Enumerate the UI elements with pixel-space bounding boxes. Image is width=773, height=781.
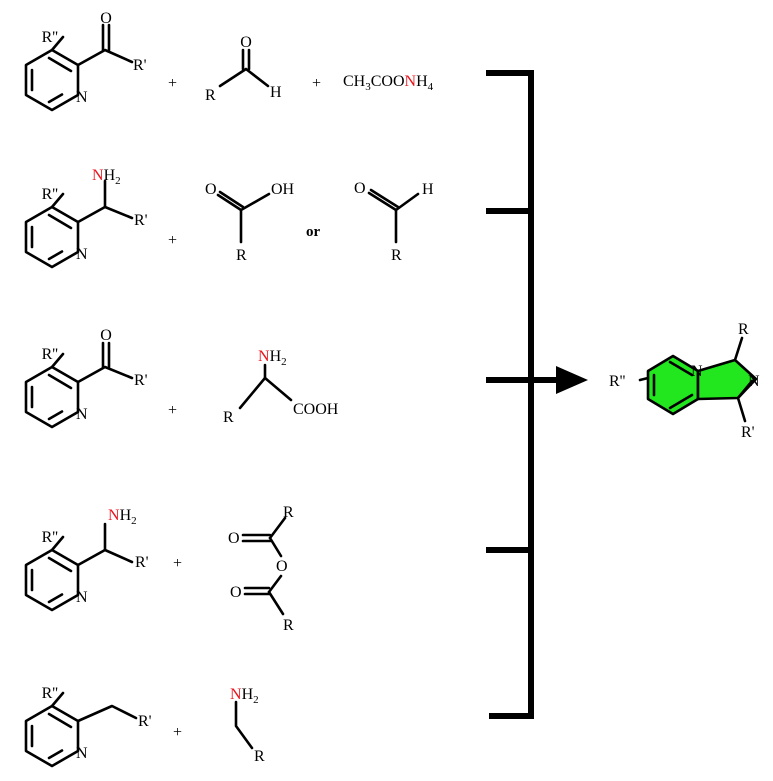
row-3-pyridyl-ketone: O R' R'' N xyxy=(24,327,148,429)
oxygen-label: O xyxy=(354,180,366,197)
row-1-aldehyde: O R H xyxy=(205,34,282,104)
row-5-primary-amine: NH2 R xyxy=(230,686,265,765)
r-prime-label: R' xyxy=(134,372,148,389)
r-label: R xyxy=(283,617,294,634)
amine-label: NH2 xyxy=(258,348,287,368)
r-prime-label: R' xyxy=(133,57,147,74)
oxygen-label: O xyxy=(100,10,112,27)
plus-sign: + xyxy=(168,402,177,419)
pyridine-nitrogen-label: N xyxy=(76,406,88,423)
r-label: R xyxy=(254,748,265,765)
r-prime-label: R' xyxy=(741,424,755,441)
oxygen-label: O xyxy=(230,584,242,601)
r-double-prime-label: R'' xyxy=(42,529,59,546)
plus-sign: + xyxy=(173,724,182,741)
r-label: R xyxy=(236,247,247,264)
row-4-pyridyl-methanamine: NH2 R' R'' N xyxy=(24,507,149,612)
carboxyl-label: COOH xyxy=(293,401,339,418)
plus-sign: + xyxy=(168,232,177,249)
pyridine-nitrogen-label: N xyxy=(76,745,88,762)
row-4-anhydride: O R O O R xyxy=(228,504,294,634)
r-prime-label: R' xyxy=(135,554,149,571)
r-double-prime-label: R'' xyxy=(42,685,59,702)
hydrogen-label: H xyxy=(270,84,282,101)
r-prime-label: R' xyxy=(134,212,148,229)
r-double-prime-label: R'' xyxy=(609,373,626,390)
plus-sign: + xyxy=(312,75,321,92)
pyridine-nitrogen-label: N xyxy=(76,589,88,606)
row-1-pyridyl-ketone: O R' R'' N xyxy=(24,10,147,112)
hydrogen-label: H xyxy=(422,181,434,198)
row-2-aldehyde: O H R xyxy=(354,180,434,264)
r-label: R xyxy=(205,87,216,104)
r-double-prime-label: R'' xyxy=(42,186,59,203)
oxygen-label: O xyxy=(100,327,112,344)
oxygen-label: O xyxy=(205,181,217,198)
r-double-prime-label: R'' xyxy=(42,346,59,363)
r-double-prime-label: R'' xyxy=(42,29,59,46)
hydroxyl-label: OH xyxy=(271,181,295,198)
row-2-carboxylic-acid: O OH R xyxy=(205,181,295,264)
row-2-pyridyl-methanamine: NH2 R' R'' N xyxy=(24,167,148,269)
pyridine-nitrogen-label: N xyxy=(76,89,88,106)
plus-sign: + xyxy=(173,555,182,572)
product-imidazopyridine: N N R R' R'' xyxy=(609,321,760,441)
pyridine-nitrogen-label: N xyxy=(76,246,88,263)
row-5-alkyl-pyridine: R' R'' N xyxy=(24,685,152,768)
imidazole-nitrogen-label: N xyxy=(748,373,760,390)
amine-label: NH2 xyxy=(108,507,137,527)
bridgehead-nitrogen-label: N xyxy=(691,363,703,380)
r-prime-label: R' xyxy=(138,713,152,730)
r-label: R xyxy=(391,247,402,264)
amine-label: NH2 xyxy=(92,167,121,187)
oxygen-label: O xyxy=(228,530,240,547)
bridge-oxygen-label: O xyxy=(276,558,288,575)
reaction-arrow-head xyxy=(556,366,588,394)
r-label: R xyxy=(283,504,294,521)
plus-sign: + xyxy=(168,75,177,92)
r-label: R xyxy=(223,409,234,426)
convergence-bracket xyxy=(486,70,588,719)
row-3-amino-acid: NH2 R COOH xyxy=(223,348,339,426)
r-label: R xyxy=(738,321,749,338)
oxygen-label: O xyxy=(240,34,252,51)
amine-label: NH2 xyxy=(230,686,259,706)
or-label: or xyxy=(306,224,321,240)
ammonium-acetate-formula: CH3COONH4 xyxy=(343,73,434,93)
